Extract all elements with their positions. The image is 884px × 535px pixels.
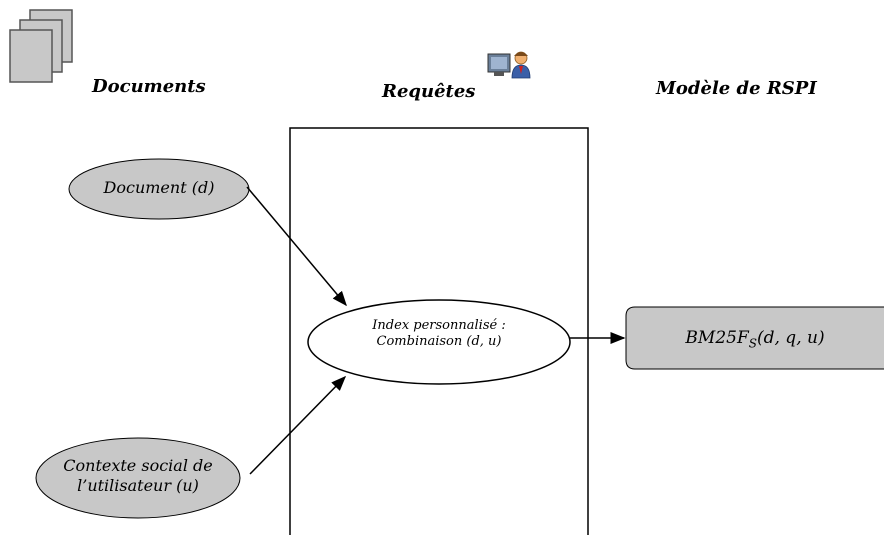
contexte-node-shape [35,437,241,519]
bm25-node-label: BM25FS(d, q, u) [626,328,884,351]
arrow-contexte-to-index [249,375,347,475]
contexte-node-line2: l’utilisateur (u) [77,476,199,495]
document-node-label: Document (d) [103,178,215,197]
index-node-shape [307,299,571,385]
bm25-name: BM25F [685,328,749,348]
user-computer-icon [487,51,531,79]
index-node-line2: Combinaison (d, u) [376,334,502,350]
heading-requetes: Requêtes [382,81,476,102]
heading-documents: Documents [92,76,206,97]
arrow-document-to-index [246,186,347,307]
heading-modele: Modèle de RSPI [656,78,817,99]
index-node-line1: Index personnalisé : [372,318,506,333]
bm25-subscript: S [748,336,757,351]
contexte-node-line1: Contexte social de [63,456,213,475]
bm25-args: (d, q, u) [756,328,825,348]
requetes-column-box [289,127,589,535]
documents-stack-icon [9,9,73,83]
contexte-node-label: Contexte social de l’utilisateur (u) [36,456,240,496]
index-node-label: Index personnalisé : Combinaison (d, u) [308,318,570,351]
bm25-node-shape [625,306,884,370]
